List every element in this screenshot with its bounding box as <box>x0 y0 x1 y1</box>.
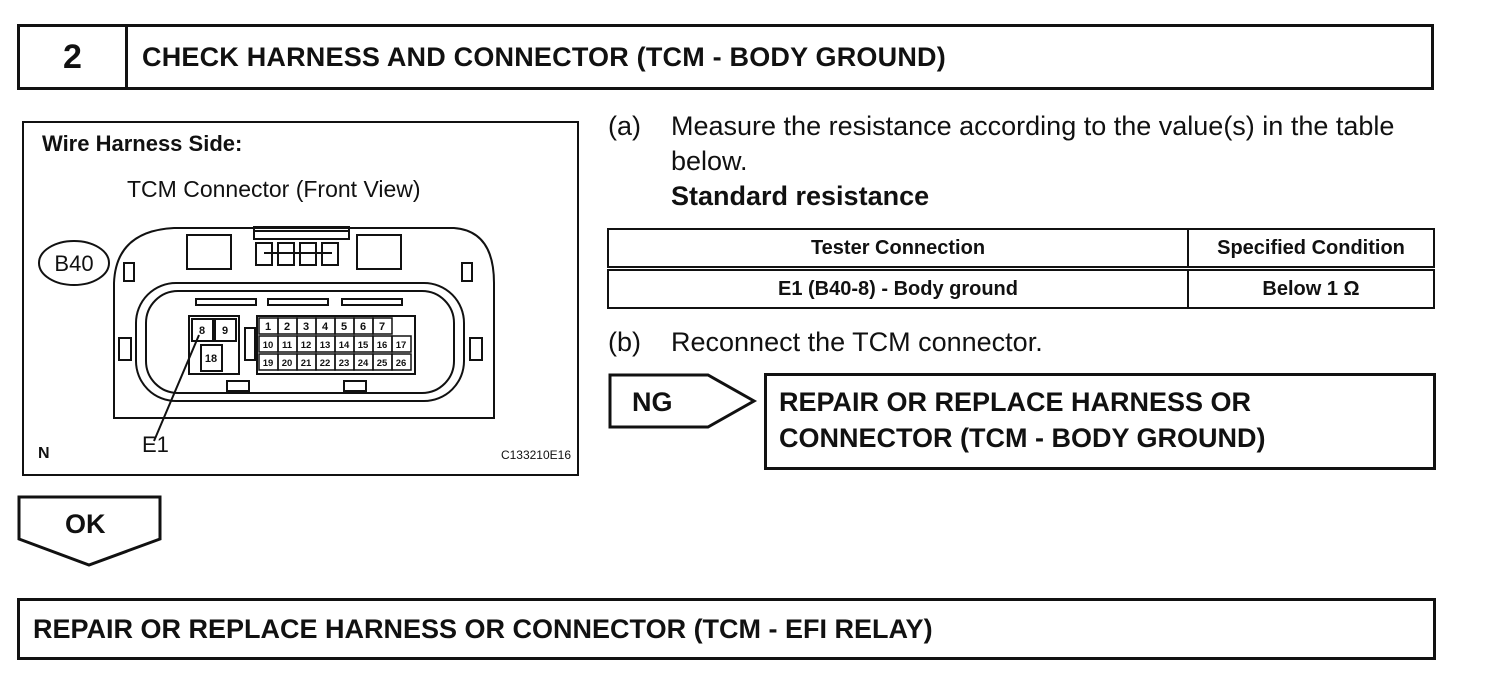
corner-mark: N <box>38 445 50 462</box>
pin-label: 11 <box>282 340 293 351</box>
ng-arrow: NG <box>608 373 758 429</box>
instruction-b: (b) Reconnect the TCM connector. <box>608 325 1438 361</box>
standard-label: Standard resistance <box>671 181 930 211</box>
table-row: E1 (B40-8) - Body ground Below 1 Ω <box>607 267 1435 309</box>
ok-label: OK <box>65 509 106 539</box>
pin-label: 3 <box>303 321 309 333</box>
pin-label: 10 <box>263 340 274 351</box>
connector-housing <box>113 227 495 419</box>
pin-label: 20 <box>282 358 293 369</box>
pin-label: 24 <box>358 358 369 369</box>
pin-label: 19 <box>263 358 274 369</box>
connector-label: TCM Connector (Front View) <box>127 176 421 202</box>
final-repair-box: REPAIR OR REPLACE HARNESS OR CONNECTOR (… <box>17 598 1436 660</box>
step-title: CHECK HARNESS AND CONNECTOR (TCM - BODY … <box>142 41 946 72</box>
instruction-a-label: (a) <box>608 111 641 141</box>
step-number: 2 <box>20 27 128 87</box>
table-header: Tester Connection <box>607 228 1189 271</box>
pin-label: 22 <box>320 358 331 369</box>
ok-arrow: OK <box>17 495 162 567</box>
table-header-row: Tester Connection Specified Condition <box>607 228 1435 271</box>
instruction-b-text: Reconnect the TCM connector. <box>671 327 1043 357</box>
pin-label: 17 <box>396 340 407 351</box>
connector-diagram: 8 9 18 1 2 3 4 5 6 7 10 11 12 13 14 15 1… <box>22 121 579 476</box>
latch-right <box>356 234 402 270</box>
pin-label: 21 <box>301 358 312 369</box>
pin-label: 26 <box>396 358 407 369</box>
pin-label: 1 <box>265 321 271 333</box>
instruction-a-text: Measure the resistance according to the … <box>671 111 1395 176</box>
pin-label: 18 <box>205 353 217 365</box>
pin-label: 4 <box>322 321 329 333</box>
lock-top <box>253 226 350 240</box>
instruction-b-label: (b) <box>608 327 641 357</box>
figure-code: C133210E16 <box>500 448 571 462</box>
step-header: 2 CHECK HARNESS AND CONNECTOR (TCM - BOD… <box>17 24 1434 90</box>
pin-label: 16 <box>377 340 388 351</box>
ng-result-box: REPAIR OR REPLACE HARNESS OR CONNECTOR (… <box>764 373 1436 470</box>
pin-label: 8 <box>199 325 205 337</box>
connector-id-ellipse <box>38 240 110 286</box>
pin-label: 9 <box>222 325 228 337</box>
pin-label: 14 <box>339 340 350 351</box>
ng-label: NG <box>632 387 673 417</box>
table-cell: E1 (B40-8) - Body ground <box>607 267 1189 309</box>
terminal-leader-line <box>153 334 200 442</box>
pin-label: 25 <box>377 358 388 369</box>
resistance-table: Tester Connection Specified Condition E1… <box>607 228 1435 309</box>
pin-label: 13 <box>320 340 331 351</box>
pin-label: 15 <box>358 340 369 351</box>
terminal-label: E1 <box>142 432 169 457</box>
instruction-a: (a) Measure the resistance according to … <box>608 109 1438 219</box>
pin-label: 23 <box>339 358 350 369</box>
pin-label: 6 <box>360 321 366 333</box>
table-cell: Below 1 Ω <box>1187 267 1435 309</box>
pin-label: 2 <box>284 321 290 333</box>
connector-id: B40 <box>54 251 93 276</box>
connector-drawing: 8 9 18 1 2 3 4 5 6 7 10 11 12 13 14 15 1… <box>38 226 495 457</box>
table-header: Specified Condition <box>1187 228 1435 271</box>
pin-label: 12 <box>301 340 312 351</box>
pin-label: 7 <box>379 321 385 333</box>
latch-left <box>186 234 232 270</box>
side-label: Wire Harness Side: <box>42 131 243 156</box>
pin-label: 5 <box>341 321 347 333</box>
